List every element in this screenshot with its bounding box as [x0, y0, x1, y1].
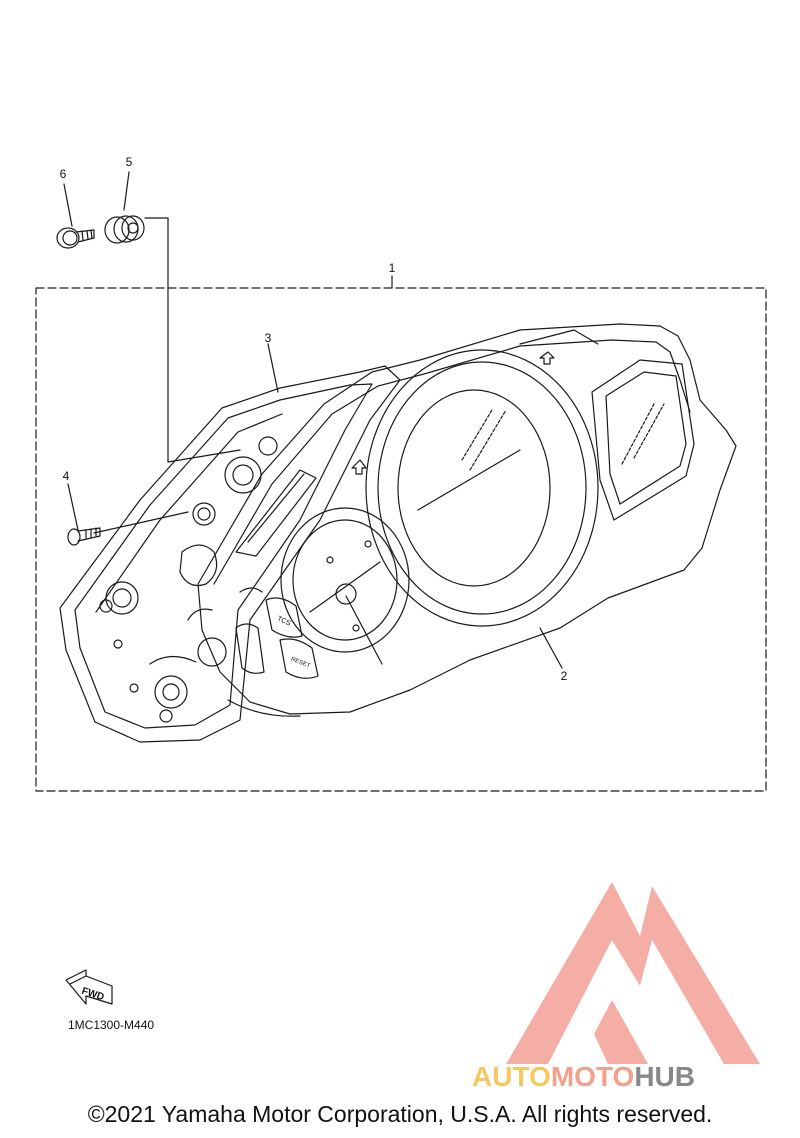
- callout-2: 2: [561, 669, 568, 683]
- logo-text-auto: AUTO: [472, 1061, 551, 1092]
- leader-lines: [63, 171, 563, 669]
- callout-1: 1: [389, 261, 396, 275]
- part-2-meter-cover: [197, 323, 737, 717]
- reset-label: RESET: [290, 657, 311, 670]
- automotohub-logo: AUTOMOTOHUB: [472, 882, 760, 1092]
- tcs-button: [265, 597, 303, 638]
- part-3-rear-housing: [59, 365, 401, 743]
- logo-text-moto: MOTO: [551, 1061, 634, 1092]
- reset-button: [279, 638, 319, 679]
- callout-5: 5: [126, 155, 133, 169]
- callout-6: 6: [60, 167, 67, 181]
- svg-text:AUTOMOTOHUB: AUTOMOTOHUB: [472, 1061, 695, 1092]
- copyright-notice: ©2021 Yamaha Motor Corporation, U.S.A. A…: [87, 1101, 713, 1127]
- logo-text-hub: HUB: [634, 1061, 695, 1092]
- part-6-bolt: [56, 227, 95, 249]
- callout-4: 4: [63, 469, 70, 483]
- part-5-grommet: [104, 215, 145, 244]
- part-code: 1MC1300-M440: [68, 1018, 155, 1032]
- callout-3: 3: [265, 331, 272, 345]
- part-4-screw: [67, 527, 101, 546]
- fwd-arrow-icon: [65, 969, 113, 1005]
- assembly-boundary: [35, 287, 767, 792]
- logo-mark: [506, 882, 760, 1064]
